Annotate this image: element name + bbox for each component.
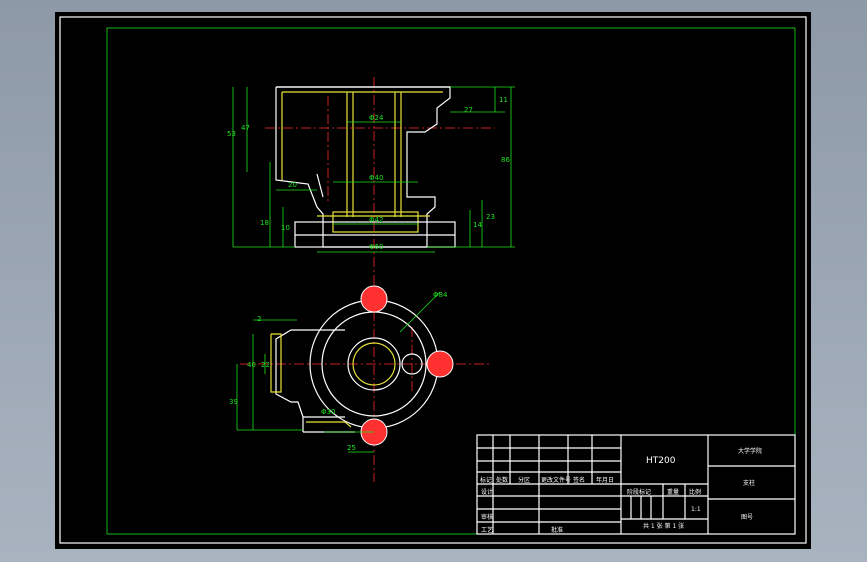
inner-frame [106,27,796,535]
header-mark: 标记 [480,476,492,484]
dim-phi40: Φ40 [369,174,383,182]
dim-86: 86 [501,156,510,164]
header-zone: 分区 [518,476,530,484]
dim-phi30: Φ30 [321,408,335,416]
dim-18: 18 [260,219,269,227]
part-name-label: 支柱 [743,479,755,487]
dim-53: 53 [227,130,236,138]
dim-phi42: Φ42 [369,216,383,224]
dim-2: 2 [257,315,261,323]
scale-label: 1:1 [691,506,701,513]
dim-11: 11 [499,96,508,104]
dim-25: 25 [347,444,356,452]
dim-39: 39 [229,398,238,406]
dim-10: 10 [281,224,290,232]
dim-20: 20 [288,181,297,189]
top-view: Φ84 2 40 22 39 Φ30 25 [229,257,490,482]
dim-22: 22 [261,361,270,369]
outer-border [59,16,807,544]
header-count: 处数 [496,476,508,484]
material-label: HT200 [646,456,676,466]
dim-phi60: Φ60 [369,243,383,251]
approval-label: 批准 [551,526,563,534]
dim-40: 40 [247,361,256,369]
row-review: 审核 [481,513,493,521]
stage-mark: 阶段标记 [627,488,651,496]
stage-weight: 重量 [667,488,679,496]
row-design: 设计 [481,488,493,496]
header-sign: 签名 [573,476,585,484]
stage-scale: 比例 [689,488,701,496]
header-change-doc: 更改文件号 [541,476,571,484]
dim-23: 23 [486,213,495,221]
dim-27: 27 [464,106,473,114]
header-date: 年月日 [596,476,614,484]
dim-phi84: Φ84 [433,291,448,299]
dim-phi24: Φ24 [369,114,384,122]
drawing-no-label: 图号 [741,514,753,521]
technical-drawing: 11 27 86 23 14 53 47 20 18 10 Φ24 Φ40 Φ4… [59,16,807,544]
front-view: 11 27 86 23 14 53 47 20 18 10 Φ24 Φ40 Φ4… [227,77,515,257]
cad-viewport[interactable]: 11 27 86 23 14 53 47 20 18 10 Φ24 Φ40 Φ4… [55,12,811,549]
dim-14: 14 [473,221,482,229]
row-process: 工艺 [481,526,493,534]
sheet-label: 共 1 张 第 1 张 [643,522,684,530]
org-label: 大学学院 [738,447,762,455]
dim-47: 47 [241,124,250,132]
title-block: HT200 大学学院 支柱 图号 1:1 共 1 张 第 1 张 标记 处数 分… [476,434,796,535]
